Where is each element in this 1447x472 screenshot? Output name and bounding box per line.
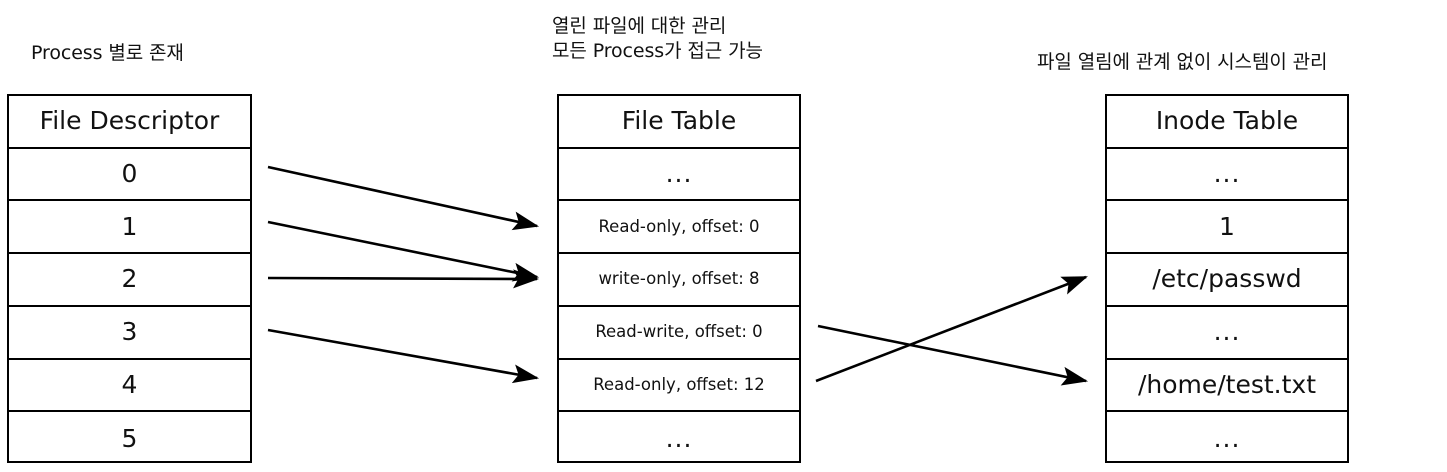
table-header-row: File Descriptor [9, 96, 250, 149]
table-row: ... [559, 412, 799, 465]
table-row: ... [1107, 412, 1347, 465]
arrow-readonly12-to-etcpasswd [815, 275, 1088, 383]
table-row: /etc/passwd [1107, 254, 1347, 307]
fd-cell-4: 4 [121, 369, 138, 399]
inode-cell-ellipsis-middle: ... [1213, 317, 1241, 347]
table-row: Read-write, offset: 0 [559, 307, 799, 360]
arrow-fd1-to-writeonly8 [267, 220, 540, 282]
table-row: Read-only, offset: 12 [559, 360, 799, 413]
table-row: 5 [9, 412, 250, 465]
table-header-row: Inode Table [1107, 96, 1347, 149]
inode-table-header-label: Inode Table [1155, 106, 1299, 136]
file-cell-read-only-12: Read-only, offset: 12 [593, 374, 765, 394]
file-table-header-label: File Table [621, 106, 737, 136]
file-descriptor-table: File Descriptor 0 1 2 3 4 5 [7, 94, 252, 463]
fd-cell-2: 2 [121, 264, 138, 294]
fd-cell-3: 3 [121, 317, 138, 347]
table-row: /home/test.txt [1107, 360, 1347, 413]
fd-cell-5: 5 [121, 423, 138, 453]
table-row: 0 [9, 149, 250, 202]
file-cell-read-only-0: Read-only, offset: 0 [598, 216, 760, 236]
table-row: ... [1107, 149, 1347, 202]
fd-table-caption: Process 별로 존재 [31, 42, 184, 64]
table-row: ... [1107, 307, 1347, 360]
arrow-fd2-to-writeonly8 [267, 269, 540, 289]
inode-cell-etc-passwd: /etc/passwd [1152, 264, 1302, 294]
file-cell-write-only-8: write-only, offset: 8 [598, 269, 760, 289]
table-header-row: File Table [559, 96, 799, 149]
inode-table-caption: 파일 열림에 관계 없이 시스템이 관리 [1037, 51, 1328, 73]
table-row: Read-only, offset: 0 [559, 201, 799, 255]
inode-table: Inode Table ... 1 /etc/passwd ... /home/… [1105, 94, 1349, 463]
file-table: File Table ... Read-only, offset: 0 writ… [557, 94, 801, 463]
arrow-readwrite0-to-hometest [817, 324, 1089, 386]
table-row: 1 [9, 201, 250, 255]
fd-cell-1: 1 [121, 211, 138, 241]
file-cell-ellipsis-top: ... [665, 159, 693, 189]
table-row: 3 [9, 307, 250, 360]
arrow-fd0-to-readonly0 [267, 165, 540, 231]
table-row: 4 [9, 360, 250, 413]
inode-cell-ellipsis-top: ... [1213, 159, 1241, 189]
fd-table-header-label: File Descriptor [39, 106, 220, 136]
inode-cell-ellipsis-bottom: ... [1213, 423, 1241, 453]
file-cell-ellipsis-bottom: ... [665, 423, 693, 453]
table-row: 2 [9, 254, 250, 307]
arrow-fd3-to-readonly12 [267, 328, 540, 384]
table-row: 1 [1107, 201, 1347, 255]
inode-cell-home-test-txt: /home/test.txt [1137, 369, 1317, 399]
file-cell-read-write-0: Read-write, offset: 0 [595, 322, 763, 342]
table-row: write-only, offset: 8 [559, 254, 799, 307]
inode-cell-1: 1 [1219, 211, 1235, 241]
fd-cell-0: 0 [121, 159, 138, 189]
table-row: ... [559, 149, 799, 202]
